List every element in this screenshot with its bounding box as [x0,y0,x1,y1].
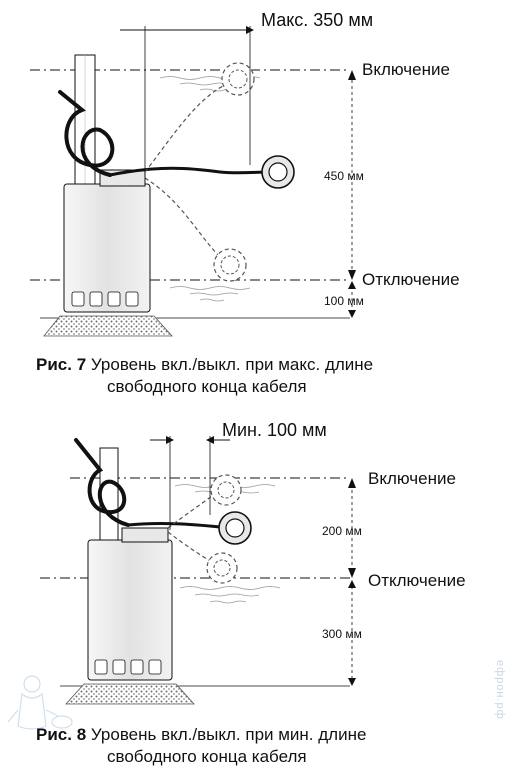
watermark-text: ефрон.рф [494,660,506,720]
power-cable [74,438,130,527]
float-cable-upper-dashed [144,84,226,173]
off-label: Отключение [368,571,466,590]
float-cable-upper-dashed [167,495,213,529]
float-cable [127,522,221,529]
inlet-slots [71,291,139,307]
caption-prefix: Рис. 7 [36,355,87,374]
plumber-mascot-watermark [7,675,73,730]
caption-line1: Уровень вкл./выкл. при макс. длине [86,355,374,374]
bottom-label: 300 мм [322,627,362,641]
figure-8: Мин. 100 мм Включение 200 мм Отключение … [40,420,466,705]
discharge-pipe [99,447,119,544]
float-switch-lower [213,248,247,282]
float-switch-middle [261,155,295,189]
pump-base [65,683,195,705]
power-cable [58,90,115,177]
caption-prefix: Рис. 8 [36,725,87,744]
float-cable-lower-dashed [144,177,219,256]
min-label: Мин. 100 мм [222,420,327,440]
bottom-label: 100 мм [324,294,364,308]
float-switch-middle [218,511,252,545]
float-cable-lower-dashed [167,531,213,563]
float-switch-upper [210,474,242,506]
pump-base [43,315,173,337]
off-label: Отключение [362,270,460,289]
pump-body [87,539,173,681]
water-ripples-bottom [179,586,281,604]
caption-line2: свободного конца кабеля [107,377,307,396]
inlet-slots [94,659,162,675]
figure-7-caption: Рис. 7 Уровень вкл./выкл. при макс. длин… [36,354,373,398]
figure-8-caption: Рис. 8 Уровень вкл./выкл. при мин. длине… [36,724,366,768]
water-ripples-bottom [169,286,251,302]
caption-line2: свободного конца кабеля [107,747,307,766]
on-label: Включение [368,469,456,488]
caption-line1: Уровень вкл./выкл. при мин. длине [86,725,367,744]
figure-7: Макс. 350 мм Включение 450 мм Отключение… [30,10,460,337]
max-label: Макс. 350 мм [261,10,373,30]
float-switch-upper [221,62,255,96]
range-label: 200 мм [322,524,362,538]
range-label: 450 мм [324,169,364,183]
on-label: Включение [362,60,450,79]
pump-top [121,527,169,543]
float-switch-lower [206,552,238,584]
